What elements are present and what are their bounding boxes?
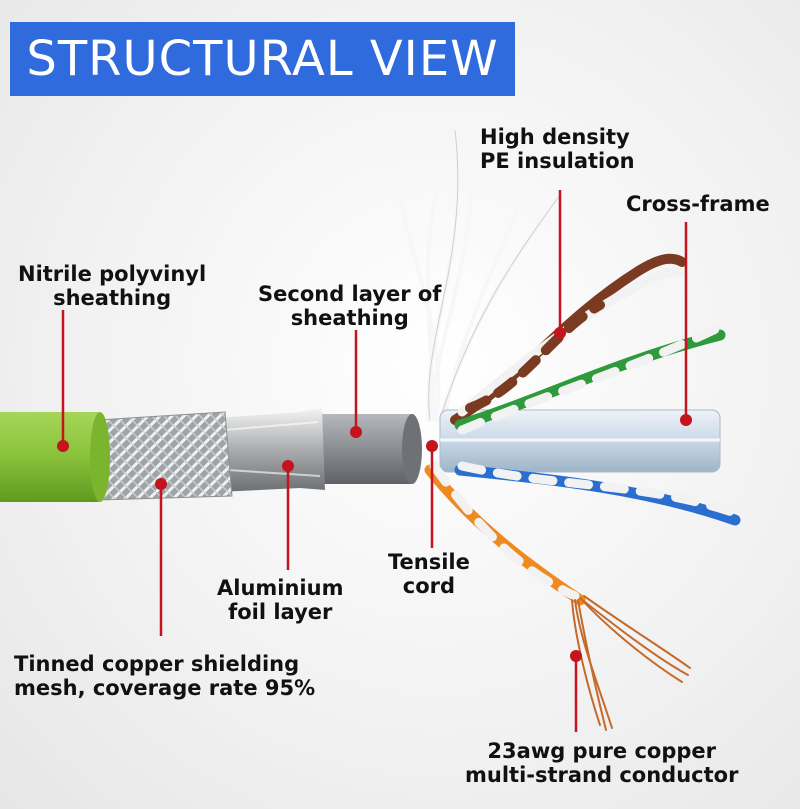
- leader-lines: [61, 190, 688, 732]
- outer-jacket: [0, 412, 103, 502]
- foil-layer: [218, 408, 325, 492]
- brown-twisted-pair: [450, 253, 687, 425]
- inner-sheath: [320, 414, 412, 484]
- blue-twisted-pair: [454, 461, 741, 526]
- tensile-cord-strands: [390, 128, 562, 422]
- leader-dots: [57, 327, 692, 662]
- label-cross-frame: Cross-frame: [626, 192, 770, 216]
- copper-strands: [571, 595, 691, 731]
- green-twisted-pair: [454, 323, 726, 435]
- title-banner: STRUCTURAL VIEW: [10, 22, 515, 96]
- orange-twisted-pair: [424, 461, 586, 606]
